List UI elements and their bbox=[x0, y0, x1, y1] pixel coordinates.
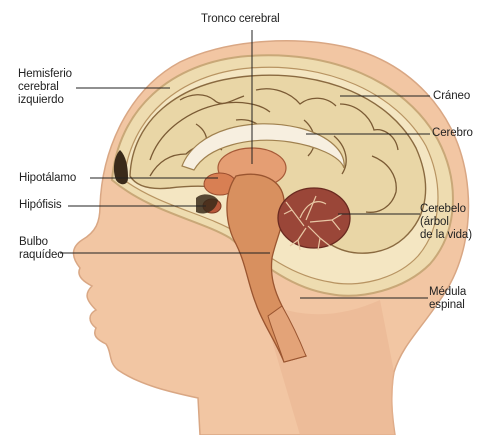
label-hemisferio-cerebral: Hemisferio cerebral izquierdo bbox=[18, 68, 72, 107]
label-craneo: Cráneo bbox=[433, 90, 470, 103]
label-hipotalamo: Hipotálamo bbox=[19, 172, 76, 185]
label-medula-espinal: Médula espinal bbox=[429, 286, 466, 312]
label-cerebro: Cerebro bbox=[432, 127, 473, 140]
label-bulbo-raquideo: Bulbo raquídeo bbox=[19, 236, 64, 262]
label-cerebelo: Cerebelo (árbol de la vida) bbox=[420, 203, 472, 242]
label-hipofisis: Hipófisis bbox=[19, 199, 62, 212]
label-tronco-cerebral: Tronco cerebral bbox=[201, 13, 280, 26]
